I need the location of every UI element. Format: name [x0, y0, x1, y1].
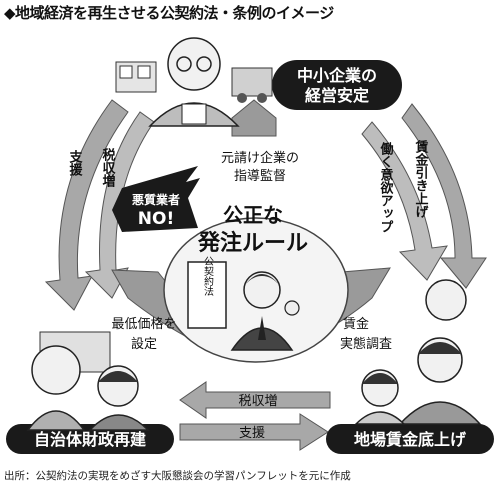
bottom-left-arrow	[179, 381, 331, 419]
left-inner-line2: 設定	[131, 336, 157, 352]
bottom-arrow-label-a: 税収増	[238, 394, 277, 409]
node-municipal-label: 自治体財政再建	[34, 430, 146, 449]
center-card-text: 公契約法	[202, 256, 214, 297]
left-inner-line1: 最低価格を	[111, 316, 176, 332]
right-inner-line2: 実態調査	[340, 336, 392, 352]
left-outer-arrow	[44, 99, 129, 311]
center-line1: 公正な	[223, 203, 283, 227]
node-management-pill	[272, 60, 402, 110]
left-arc-label-b: 支援	[67, 149, 84, 177]
bottom-arrow-label-b: 支援	[239, 426, 265, 441]
inner-top-arrow	[231, 99, 277, 137]
center-figure: 公契約法	[187, 256, 300, 351]
node-management-line1: 中小企業の	[297, 66, 377, 85]
bubble-line1: 悪質業者	[132, 192, 180, 207]
page-title: ◆地域経済を再生させる公契約法・条例のイメージ	[4, 4, 334, 22]
node-wages-pill	[326, 424, 494, 454]
top-inner-line2: 指導監督	[234, 168, 286, 184]
top-inner-line1: 元請け企業の	[221, 150, 299, 166]
left-arc-label-a: 税収増	[100, 147, 116, 187]
right-inner-arrow	[361, 121, 448, 281]
center-card	[187, 261, 227, 329]
right-arc-label-b: 働く意欲アップ	[378, 141, 395, 233]
bubble-line2: NO!	[138, 209, 174, 229]
node-wages-label: 地場賃金底上げ	[354, 430, 467, 449]
bottom-right-illustration	[354, 279, 482, 425]
node-municipal-pill	[6, 424, 174, 454]
center-line2: 発注ルール	[197, 230, 308, 256]
right-outer-arrow	[401, 103, 487, 289]
speech-bubble: 悪質業者 NO!	[112, 166, 200, 232]
source-note: 出所：公契約法の実現をめざす大阪懇談会の学習パンフレットを元に作成	[4, 470, 351, 482]
top-illustration	[115, 37, 273, 127]
right-inner-line1: 賃金	[343, 316, 369, 332]
bottom-right-arrow	[179, 413, 329, 451]
node-management-line2: 経営安定	[305, 86, 369, 105]
right-arc-label-a: 賃金引き上げ	[413, 139, 430, 219]
bottom-left-illustration	[26, 331, 150, 431]
left-inner-arrow	[84, 111, 155, 299]
